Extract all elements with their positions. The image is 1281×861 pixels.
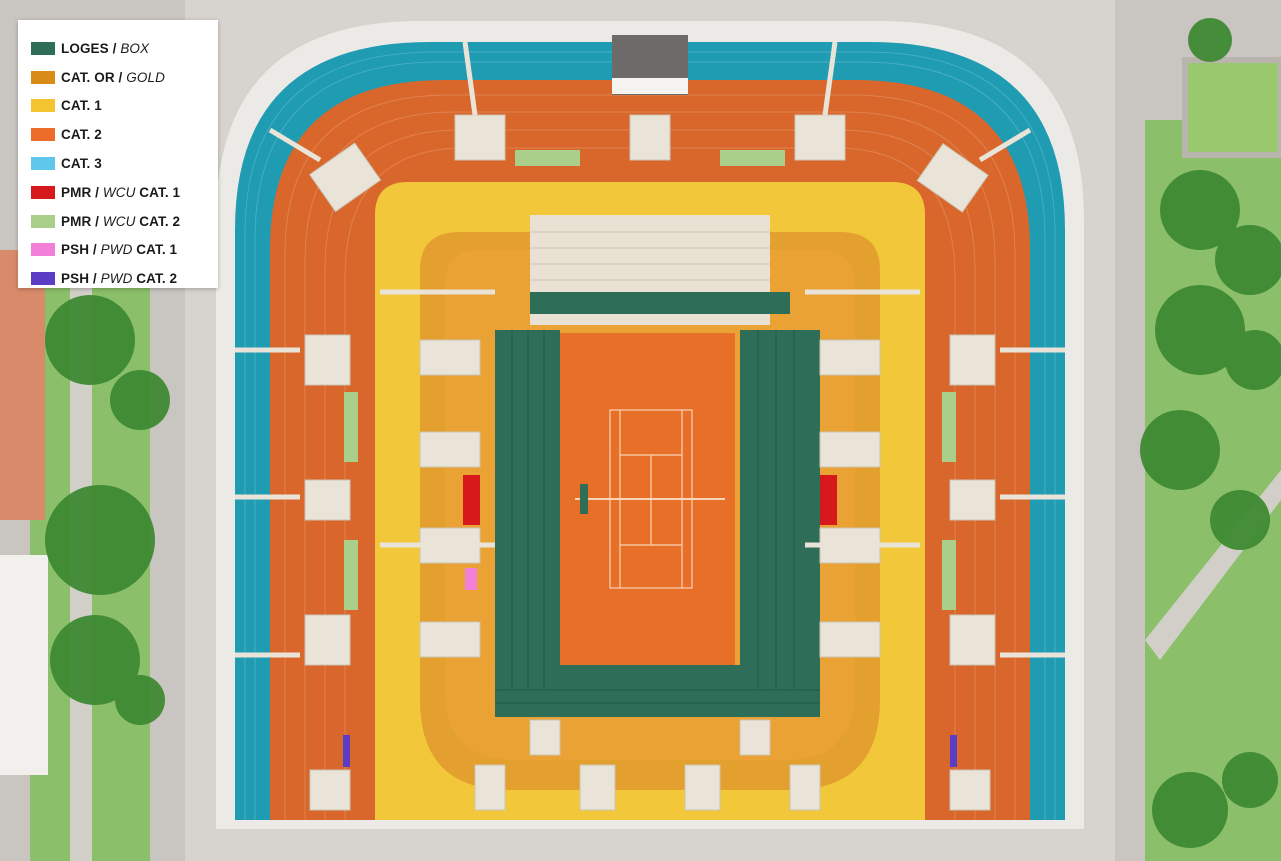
square-swatch-icon	[31, 214, 55, 228]
pmr-cat1-west	[463, 475, 480, 525]
box-east	[740, 330, 820, 690]
press-box-sign	[612, 78, 688, 94]
square-swatch-icon	[31, 157, 55, 171]
legend-alt: WCU	[102, 213, 136, 229]
square-swatch-icon	[31, 185, 55, 199]
square-swatch-icon	[31, 99, 55, 113]
legend-item: LOGES / BOX	[31, 34, 218, 63]
vomitories	[304, 114, 996, 811]
legend-label: PMR / WCU CAT. 1	[61, 184, 181, 200]
square-swatch-icon	[31, 128, 55, 142]
legend-item: CAT. 2	[31, 120, 218, 149]
pmr-cat2-east-2	[942, 540, 956, 610]
legend-label: CAT. 1	[61, 98, 102, 113]
legend-alt: GOLD	[126, 69, 165, 85]
pmr-cat2-east-1	[942, 392, 956, 462]
legend-item: CAT. OR / GOLD	[31, 63, 218, 92]
pmr-cat1-east	[820, 475, 837, 525]
legend-code: CAT. 2	[61, 127, 102, 143]
pmr-cat2-west-2	[344, 540, 358, 610]
legend-item: CAT. 1	[31, 92, 218, 121]
legend-suffix: CAT. 1	[136, 242, 178, 258]
legend-item: PMR / WCU CAT. 2	[31, 207, 218, 236]
square-swatch-icon	[31, 272, 55, 286]
legend-code: PMR	[61, 184, 92, 200]
legend-code: CAT. 3	[61, 156, 102, 172]
right-building	[1182, 57, 1281, 158]
legend-code: PSH	[61, 271, 90, 287]
legend-label: LOGES / BOX	[61, 40, 150, 56]
legend-alt: PWD	[100, 271, 133, 287]
legend-code: CAT. OR	[61, 69, 115, 85]
legend-code: LOGES	[61, 40, 109, 56]
psh-cat2-west	[343, 735, 350, 767]
pmr-cat2-north-west	[515, 150, 580, 166]
legend-label: PMR / WCU CAT. 2	[61, 213, 181, 229]
legend-suffix: CAT. 2	[136, 271, 178, 287]
legend-label: CAT. 2	[61, 127, 102, 142]
legend-label: PSH / PWD CAT. 2	[61, 271, 178, 287]
legend-label: CAT. OR / GOLD	[61, 69, 165, 85]
box-south	[495, 665, 820, 717]
legend-code: PMR	[61, 213, 92, 229]
psh-cat2-east	[950, 735, 957, 767]
square-swatch-icon	[31, 41, 55, 55]
psh-cat1-west	[465, 568, 477, 590]
aisles	[235, 41, 1065, 658]
pmr-cat2-north-east	[720, 150, 785, 166]
square-swatch-icon	[31, 243, 55, 257]
legend-item: PSH / PWD CAT. 1	[31, 236, 218, 265]
legend-label: CAT. 3	[61, 156, 102, 171]
trees	[45, 18, 1281, 848]
legend-item: PSH / PWD CAT. 2	[31, 264, 218, 293]
legend-suffix: CAT. 2	[139, 213, 181, 229]
legend-item: CAT. 3	[31, 149, 218, 178]
left-building-2	[0, 555, 48, 775]
legend-code: PSH	[61, 242, 90, 258]
seating-category-legend: LOGES / BOX CAT. OR / GOLD CAT. 1 CAT. 2 CAT…	[18, 20, 218, 288]
court-lines	[575, 409, 725, 589]
box-rows	[495, 330, 820, 704]
legend-suffix: CAT. 1	[139, 184, 181, 200]
left-building	[0, 250, 45, 520]
pmr-cat2-west-1	[344, 392, 358, 462]
legend-alt: BOX	[120, 40, 150, 56]
legend-alt: PWD	[100, 242, 133, 258]
legend-item: PMR / WCU CAT. 1	[31, 178, 218, 207]
legend-alt: WCU	[102, 184, 136, 200]
square-swatch-icon	[31, 70, 55, 84]
legend-label: PSH / PWD CAT. 1	[61, 242, 178, 258]
box-north	[530, 292, 790, 314]
legend-code: CAT. 1	[61, 98, 102, 114]
umpire-chair	[580, 484, 588, 514]
